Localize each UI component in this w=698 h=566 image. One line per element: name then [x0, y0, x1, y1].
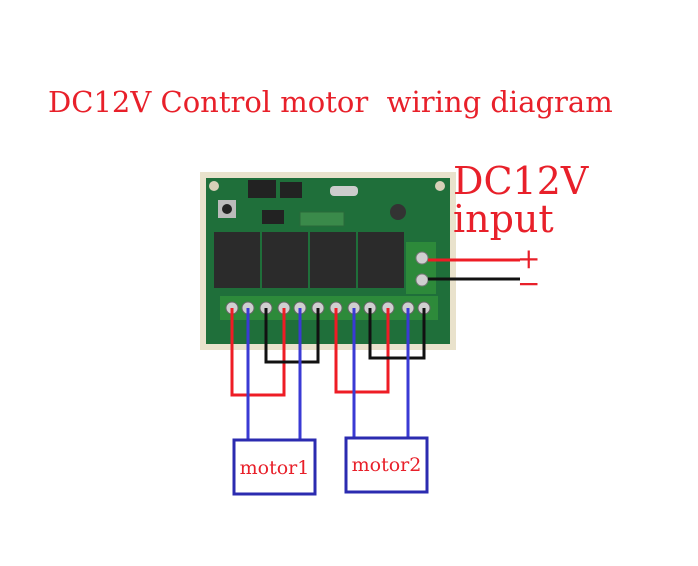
diagram-title: DC12V Control motor wiring diagram — [48, 85, 613, 119]
motor1-label: motor1 — [240, 457, 310, 479]
relay-2 — [262, 232, 308, 288]
power-screw-minus — [415, 273, 429, 287]
plus-symbol: + — [517, 242, 540, 275]
motor2-red-jumper — [334, 308, 390, 394]
chip — [280, 182, 302, 198]
motor2-black-jumper — [368, 308, 426, 360]
antenna-coil — [299, 211, 345, 227]
mounting-hole — [435, 181, 445, 191]
motor1-red-jumper — [230, 308, 286, 397]
power-voltage-label: DC12V — [453, 159, 589, 203]
relay-3 — [310, 232, 356, 288]
learn-button-cap — [222, 204, 232, 214]
power-input-label: input — [453, 197, 554, 241]
power-screw-plus — [415, 251, 429, 265]
minus-symbol: − — [517, 267, 540, 300]
relay-receiver-board — [200, 172, 456, 350]
motor2-frame — [344, 436, 429, 494]
crystal — [330, 186, 358, 196]
motor1-box: motor1 — [232, 438, 317, 496]
relay-4 — [358, 232, 404, 288]
motor2-wiring — [334, 308, 426, 438]
chip — [248, 180, 276, 198]
relay-1 — [214, 232, 260, 288]
motor2-box: motor2 — [344, 436, 429, 494]
motor1-wiring — [230, 308, 320, 440]
motor1-black-jumper — [264, 308, 320, 364]
chip — [262, 210, 284, 224]
capacitor — [390, 204, 406, 220]
motor2-label: motor2 — [352, 454, 422, 476]
motor1-frame — [232, 438, 317, 496]
mounting-hole — [209, 181, 219, 191]
